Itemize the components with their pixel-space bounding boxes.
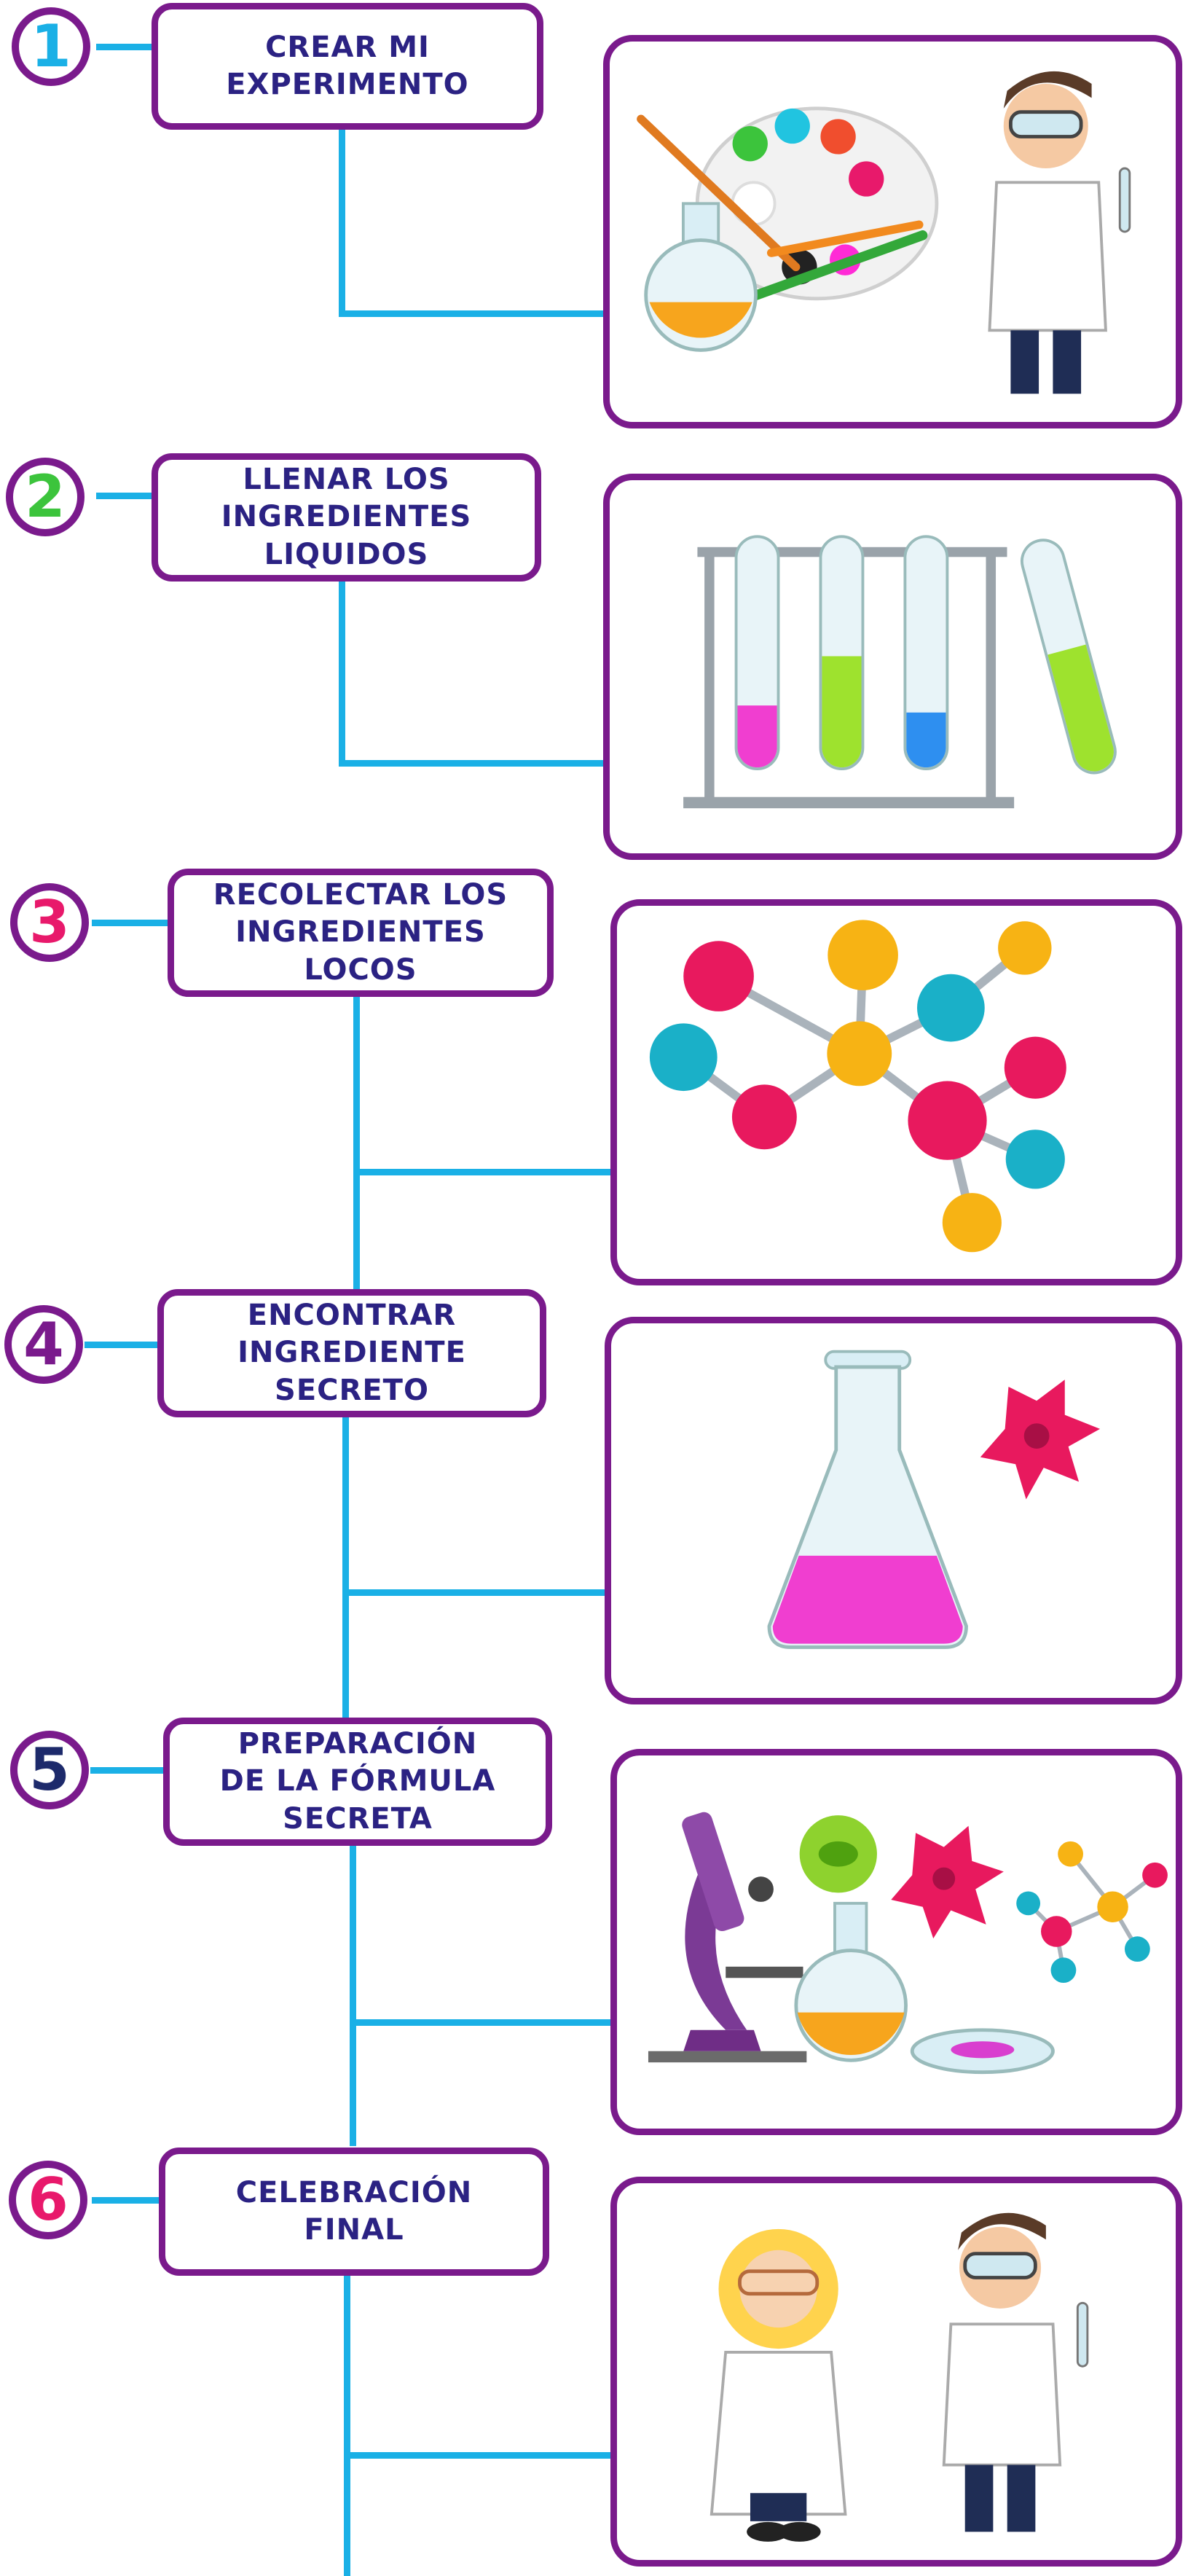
step-illustration (603, 35, 1182, 428)
step-label: RECOLECTAR LOS INGREDIENTES LOCOS (168, 869, 554, 997)
connector (339, 310, 605, 317)
molecule-icon (1016, 1841, 1168, 1984)
illustration-art (683, 535, 1117, 809)
connector (342, 1589, 608, 1596)
step-label: CELEBRACIÓN FINAL (159, 2148, 549, 2276)
illustration-art (648, 1812, 1168, 2075)
petri-dish-icon (910, 2028, 1055, 2075)
illustration-art (649, 920, 1066, 1253)
connector (339, 576, 345, 767)
step-number: 4 (4, 1305, 83, 1384)
test-tube-rack-icon (683, 535, 1117, 809)
flask-icon (644, 202, 758, 352)
germ-icon (891, 1825, 1004, 1939)
connector (344, 2452, 612, 2459)
step-number: 1 (12, 7, 90, 86)
step-6: 6 CELEBRACIÓN FINAL (0, 2146, 1191, 2576)
step-illustration (605, 1317, 1182, 1704)
step-label: PREPARACIÓN DE LA FÓRMULA SECRETA (163, 1718, 552, 1846)
connector (344, 2270, 350, 2576)
illustration-art (767, 1350, 1101, 1649)
step-illustration (603, 474, 1182, 860)
microscope-icon (648, 1812, 807, 2063)
connector (96, 44, 162, 50)
scientist-boy-icon (942, 2212, 1089, 2532)
step-4: 4 ENCONTRAR INGREDIENTE SECRETO (0, 1286, 1191, 1720)
step-number: 3 (10, 883, 89, 962)
step-3: 3 RECOLECTAR LOS INGREDIENTES LOCOS (0, 866, 1191, 1307)
connector (353, 1169, 612, 1175)
step-2: 2 LLENAR LOS INGREDIENTES LIQUIDOS (0, 452, 1191, 874)
step-label: LLENAR LOS INGREDIENTES LIQUIDOS (152, 453, 541, 582)
erlenmeyer-flask-icon (767, 1350, 968, 1649)
connector (342, 1410, 349, 1720)
illustration-art (710, 2212, 1089, 2542)
molecule-atoms (649, 920, 1066, 1253)
step-1: 1 CREAR MI EXPERIMENTO (0, 0, 1191, 428)
step-number: 2 (6, 458, 84, 536)
germ-icon (980, 1379, 1101, 1500)
connector (92, 2197, 172, 2204)
connector (353, 993, 360, 1307)
illustration-art (637, 71, 1131, 394)
connector (350, 1840, 356, 2146)
step-number: 6 (9, 2161, 87, 2239)
connector (339, 760, 605, 767)
scientist-girl-icon (710, 2228, 847, 2542)
flask-icon (794, 1901, 908, 2062)
step-label: CREAR MI EXPERIMENTO (152, 3, 543, 130)
scientist-boy-icon (988, 71, 1131, 394)
step-illustration (610, 1749, 1182, 2135)
step-label: ENCONTRAR INGREDIENTE SECRETO (157, 1289, 546, 1417)
step-illustration (610, 2177, 1182, 2567)
connector (84, 1342, 165, 1348)
step-number: 5 (10, 1731, 89, 1809)
connector (339, 128, 345, 317)
connector (92, 920, 172, 926)
virus-icon (799, 1815, 877, 1893)
step-illustration (610, 899, 1182, 1285)
connector (96, 493, 162, 499)
connector (350, 2019, 612, 2026)
paint-palette-icon (637, 106, 939, 304)
connector (90, 1767, 170, 1774)
step-5: 5 PREPARACIÓN DE LA FÓRMULA SECRETA (0, 1716, 1191, 2146)
